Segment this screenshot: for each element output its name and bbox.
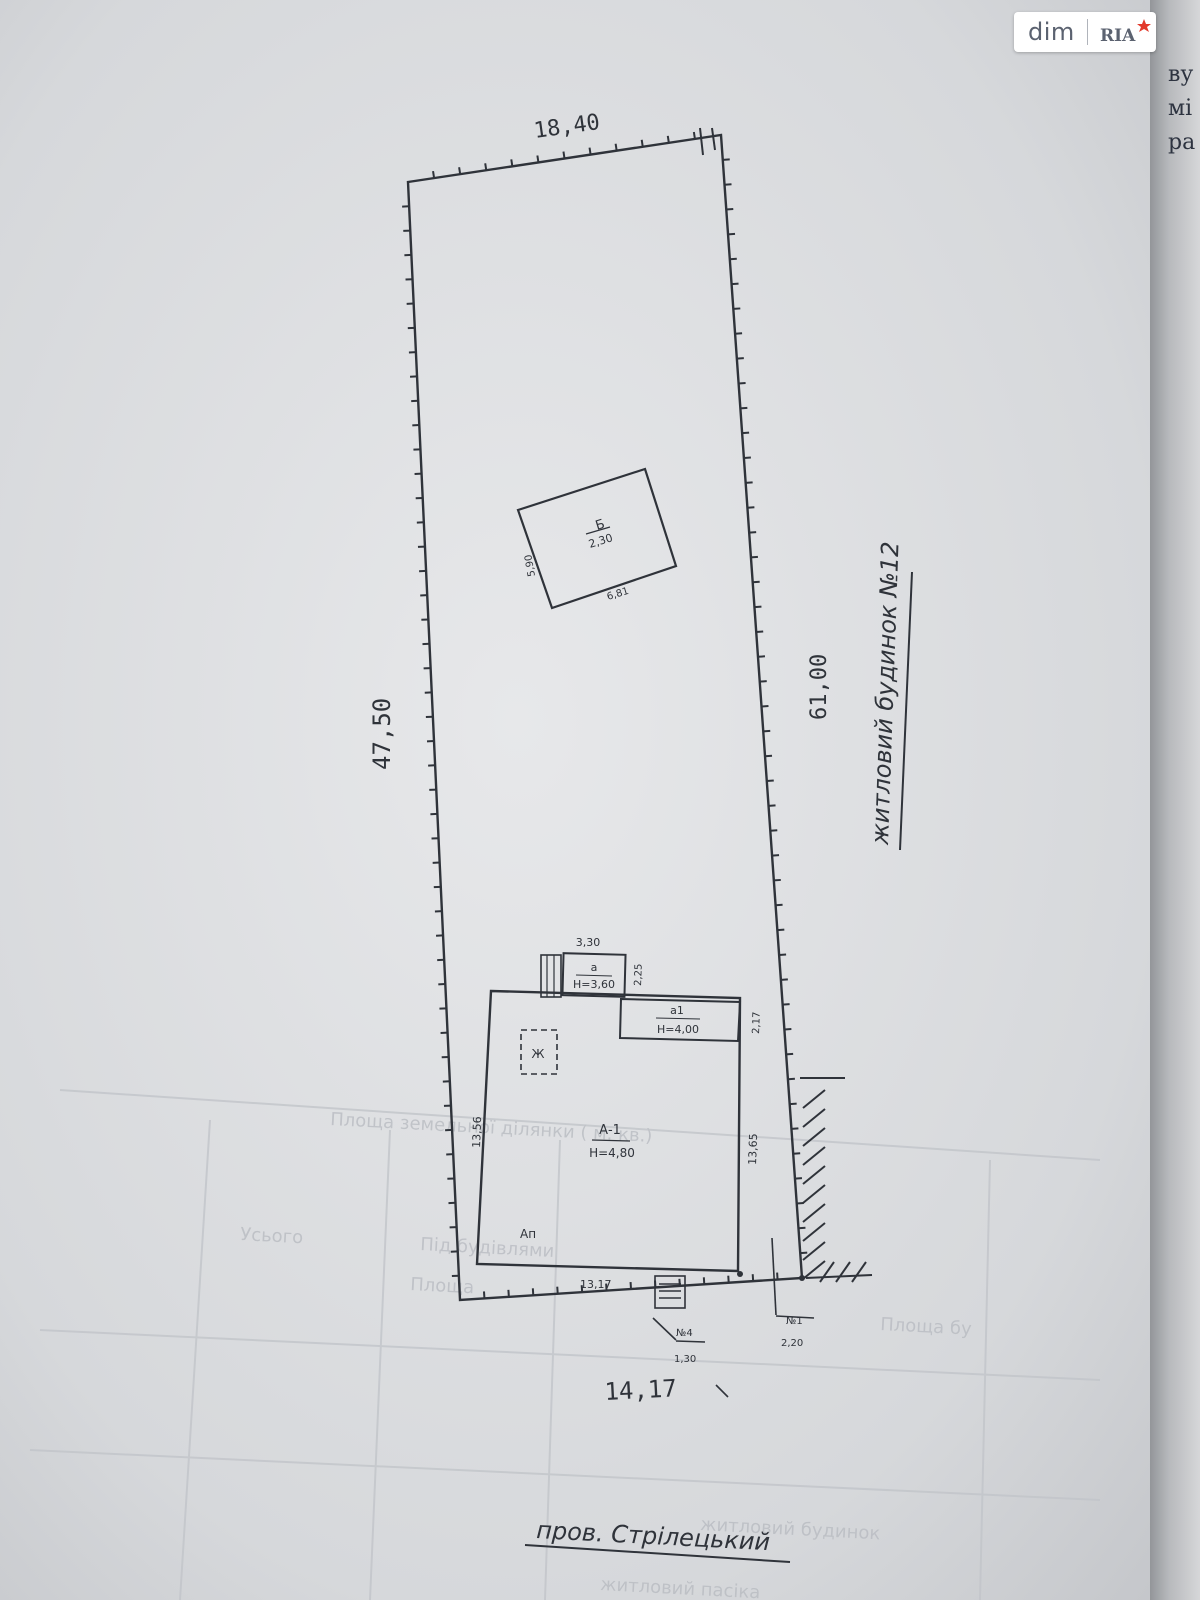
edge-text-2: мі	[1168, 96, 1193, 121]
boundary-tick	[484, 163, 488, 171]
annex-a1-label: а1	[670, 1004, 684, 1017]
adjacent-page-edge	[1148, 0, 1200, 1600]
house-marker-zh: Ж	[532, 1047, 545, 1061]
ria-logo-text: RIA	[1100, 26, 1136, 46]
gate-1-dimension: 2,20	[781, 1338, 803, 1349]
boundary-tick	[640, 139, 644, 147]
hatch-line	[802, 1108, 826, 1128]
dimria-watermark: dim RIA	[1014, 12, 1156, 52]
boundary-tick	[458, 167, 462, 175]
house-label: А-1	[599, 1123, 621, 1138]
hatch-line	[851, 1261, 867, 1283]
gate-4-label: №4	[676, 1328, 693, 1339]
annex-a-label: а	[591, 961, 598, 974]
plot-left-dimension: 47,50	[368, 698, 396, 770]
shed-side-dimension: 5,90	[523, 554, 538, 578]
boundary-tick	[510, 159, 514, 167]
hatch-lines	[802, 1089, 867, 1283]
hatch-line	[802, 1165, 826, 1185]
hatch-line	[802, 1089, 826, 1109]
watermark-separator	[1086, 19, 1088, 45]
plot-right-dimension: 61,00	[807, 654, 832, 720]
boundary-tick	[588, 147, 592, 155]
hatch-line	[802, 1127, 826, 1147]
ghost-row-a: Площа бу	[880, 1314, 973, 1340]
paper-sheet	[0, 0, 1150, 1600]
hatch-line	[835, 1261, 851, 1283]
shed-label: Б	[594, 517, 607, 534]
gate-4-dimension: 1,30	[674, 1354, 696, 1365]
hatch-line	[802, 1222, 826, 1242]
annex-a1-height: Н=4,00	[657, 1023, 699, 1036]
boundary-ticks	[402, 131, 808, 1299]
house-bottom-dimension: 13,17	[580, 1278, 612, 1291]
boundary-tick	[562, 151, 566, 159]
hatch-line	[819, 1261, 835, 1283]
ria-logo-icon: RIA	[1100, 19, 1151, 46]
boundary-tick	[692, 131, 696, 140]
ghost-col-c: Площа	[410, 1274, 475, 1298]
boundary-tick	[536, 155, 540, 163]
plot-bottom-dimension: 14,17	[604, 1374, 678, 1406]
house-marker-ap: Ап	[520, 1227, 536, 1241]
hatch-line	[802, 1241, 826, 1261]
front-steps	[654, 1275, 686, 1309]
edge-text-1: ву	[1168, 62, 1194, 87]
annex-a-side-dimension: 2,25	[633, 963, 645, 986]
main-house: Ж А-1 Н=4,80 Ап 13,56 13,65 13,17	[470, 989, 805, 1291]
hatch-line	[802, 1260, 826, 1280]
annex-a1-side-dimension: 2,17	[751, 1011, 763, 1034]
hatch-line	[802, 1184, 826, 1204]
annex-a: 3,30 а Н=3,60 2,25	[540, 936, 645, 998]
annex-a1: а1 Н=4,00 2,17	[618, 997, 763, 1043]
house-right-dimension: 13,65	[746, 1133, 760, 1165]
hatch-line	[802, 1203, 826, 1223]
boundary-tick	[666, 135, 670, 143]
boundary-tick	[432, 171, 436, 179]
house-height: Н=4,80	[589, 1146, 635, 1160]
hatch-line	[802, 1146, 826, 1166]
watermark-brand-text: dim	[1028, 18, 1075, 46]
house-left-dimension: 13,56	[470, 1116, 484, 1148]
annex-a-height: Н=3,60	[573, 978, 615, 991]
corner-marks	[699, 127, 716, 156]
gate-markers: №4 1,30 №1 2,20	[652, 1237, 815, 1398]
boundary-tick	[614, 143, 618, 151]
gate-1-label: №1	[786, 1316, 803, 1327]
ghost-col-a: Усього	[240, 1224, 304, 1248]
annex-a-top-dimension: 3,30	[576, 936, 601, 949]
edge-text-3: ра	[1168, 130, 1196, 155]
